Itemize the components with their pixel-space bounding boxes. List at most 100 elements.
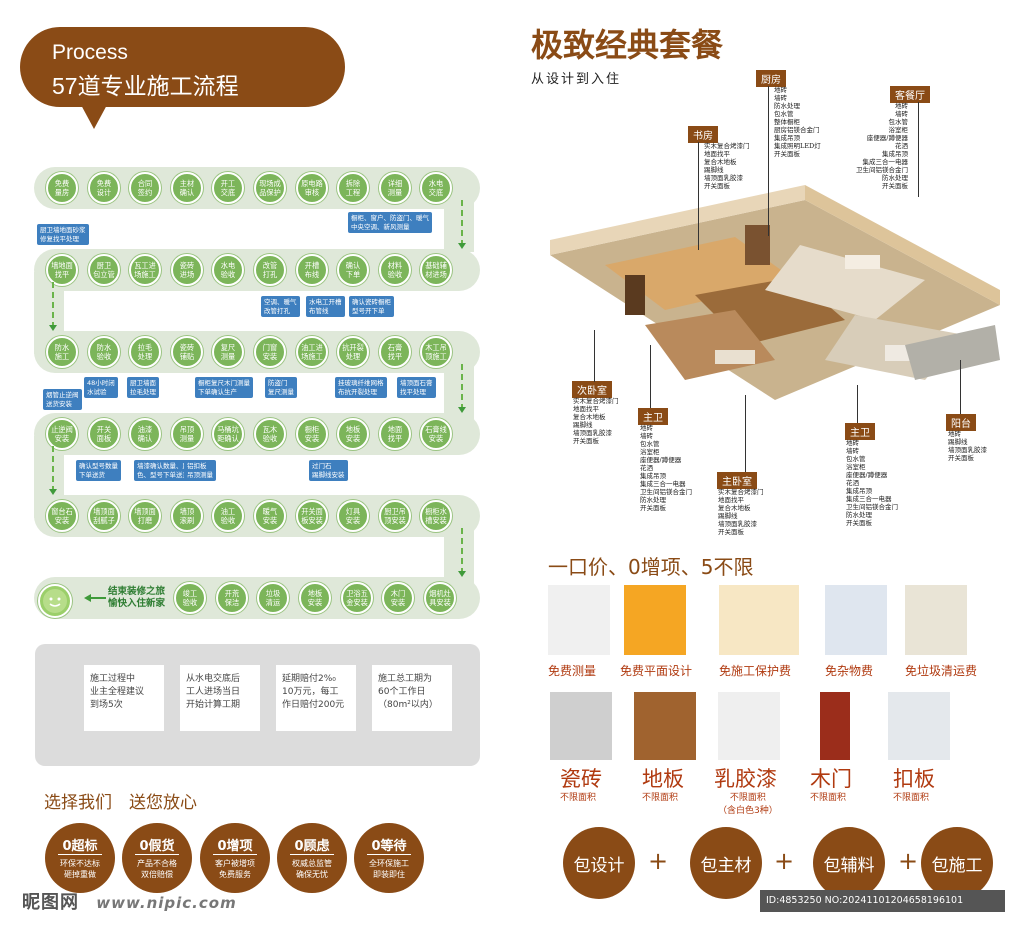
process-step: 确认 下单: [337, 254, 369, 286]
process-step: 地板 安装: [337, 418, 369, 450]
process-step: 拆除 工程: [337, 172, 369, 204]
room-items: 地砖 墙砖 包水管 浴室柜 座便器/蹲便器 花洒 集成吊顶 集成三合一电器 卫生…: [856, 102, 908, 190]
process-step: 基础辅 材进场: [420, 254, 452, 286]
room-items: 地砖 墙砖 防水处理 包水管 整体橱柜 厨房铝镁合金门 集成吊顶 集成照明LED…: [774, 86, 821, 158]
guarantee-desc: 产品不合格 双倍赔偿: [137, 859, 177, 879]
process-en-title: Process: [52, 41, 128, 64]
connector: [444, 190, 474, 252]
note: 确认瓷砖橱柜 型号开下单: [349, 296, 394, 317]
pointer-line: [745, 395, 746, 472]
note: 厨卫墙地面砂浆 修复找平处理: [37, 224, 89, 245]
room-label-living-dining: 客餐厅: [890, 86, 930, 103]
info-card: 施工过程中 业主全程建议 到场5次: [84, 665, 164, 731]
room-label-second-bedroom: 次卧室: [572, 381, 612, 398]
process-step: 墙顶 滚刷: [171, 500, 203, 532]
feature-caption: 免杂物费: [825, 664, 874, 678]
material-name: 地板: [642, 767, 684, 791]
note: 空调、暖气 改管打孔: [261, 296, 300, 317]
arrow-head: [458, 407, 466, 413]
info-card: 从水电交底后 工人进场当日 开始计算工期: [180, 665, 260, 731]
arrow-head: [458, 571, 466, 577]
process-step: 复尺 测量: [212, 336, 244, 368]
process-step: 石膏 找平: [379, 336, 411, 368]
process-step: 详细 测量: [379, 172, 411, 204]
package-title: 极致经典套餐: [531, 26, 724, 64]
room-label-master-bath-2: 主卫: [845, 423, 875, 440]
flow-arrow: [90, 597, 106, 599]
process-step: 抗开裂 处理: [337, 336, 369, 368]
note: 厨卫墙面 拉毛处理: [127, 377, 159, 398]
process-step: 现场成 品保护: [254, 172, 286, 204]
package-circle: 包辅料: [813, 827, 885, 899]
process-step: 橱柜水 槽安装: [420, 500, 452, 532]
process-step: 材料 验收: [379, 254, 411, 286]
process-step: 油漆 确认: [129, 418, 161, 450]
room-items: 地砖 踢脚线 墙顶面乳胶漆 开关面板: [948, 430, 987, 462]
material-note: 不限面积: [560, 793, 597, 803]
flow-arrow: [52, 282, 54, 328]
guarantee-title: 0等待: [367, 835, 411, 855]
process-step: 烟机灶 具安装: [424, 582, 456, 614]
flow-arrow: [461, 528, 463, 574]
smiley-icon: [38, 584, 72, 618]
process-step: 水电 验收: [212, 254, 244, 286]
feature-caption: 免施工保护费: [719, 664, 792, 678]
process-step: 油工 验收: [212, 500, 244, 532]
process-step: 开工 交底: [212, 172, 244, 204]
guarantee-badge: 0顾虑权威总监管 确保无忧: [277, 823, 347, 893]
process-step: 防水 验收: [88, 336, 120, 368]
process-step: 瓦工进 场施工: [129, 254, 161, 286]
process-step: 石膏线 安装: [420, 418, 452, 450]
package-subtitle: 从设计到入住: [531, 72, 622, 87]
process-step: 水电 交底: [420, 172, 452, 204]
room-label-balcony: 阳台: [946, 414, 976, 431]
material-note: 不限面积 （含白色3种）: [718, 793, 778, 816]
process-step: 竣工 验收: [174, 582, 206, 614]
process-step: 墙顶面 打磨: [129, 500, 161, 532]
room-items: 地砖 墙砖 包水管 浴室柜 座便器/蹲便器 花洒 集成吊顶 集成三合一电器 卫生…: [640, 424, 692, 512]
room-items: 地砖 墙砖 包水管 浴室柜 座便器/蹲便器 花洒 集成吊顶 集成三合一电器 卫生…: [846, 439, 898, 527]
process-step: 开槽 布线: [296, 254, 328, 286]
promo-headline: 一口价、0增项、5不限: [548, 555, 754, 579]
feature-photo: [624, 585, 686, 655]
watermark: 昵图网 www.nipic.com: [22, 888, 237, 914]
process-step: 地面 找平: [379, 418, 411, 450]
feature-caption: 免费平面设计: [620, 664, 693, 678]
flow-arrow: [461, 364, 463, 410]
process-step: 厨卫 包立管: [88, 254, 120, 286]
room-label-study: 书房: [688, 126, 718, 143]
process-step: 拉毛 处理: [129, 336, 161, 368]
finish-text: 结束装修之旅 愉快入住新家: [108, 586, 166, 609]
process-step: 防水 施工: [46, 336, 78, 368]
flow-arrow: [52, 446, 54, 492]
image-id-bar: ID:4853250 NO:20241101204658196101: [760, 890, 1005, 912]
process-step: 门窗 安装: [254, 336, 286, 368]
material-photo: [634, 692, 696, 760]
note: 铝扣板 吊顶测量: [184, 460, 216, 481]
process-zh-title: 57道专业施工流程: [52, 73, 239, 99]
process-step: 木门 安装: [382, 582, 414, 614]
room-items: 实木复合烤漆门 地面找平 复合木地板 踢脚线 墙顶面乳胶漆 开关面板: [704, 142, 750, 190]
slogan: 选择我们 送您放心: [44, 793, 197, 813]
pointer-line: [698, 142, 699, 250]
info-card: 延期赔付2%₀ 10万元，每工 作日赔付200元: [276, 665, 356, 731]
process-step: 木工吊 顶施工: [420, 336, 452, 368]
process-step: 吊顶 测量: [171, 418, 203, 450]
pointer-line: [768, 86, 769, 236]
guarantee-badge: 0超标环保不达标 砸掉重做: [45, 823, 115, 893]
note: 橱柜、窗户、防盗门、暖气 中央空调、新风测量: [348, 212, 432, 233]
guarantee-badge: 0等待全环保施工 即装即住: [354, 823, 424, 893]
pointer-line: [857, 385, 858, 423]
arrow-head: [49, 325, 57, 331]
feature-photo: [719, 585, 799, 655]
pointer-line: [918, 102, 919, 197]
room-items: 实木复合烤漆门 地面找平 复合木地板 踢脚线 墙顶面乳胶漆 开关面板: [718, 488, 764, 536]
guarantee-badge: 0增项客户被增项 免费服务: [200, 823, 270, 893]
guarantee-desc: 权威总监管 确保无忧: [292, 859, 332, 879]
process-step: 灯具 安装: [337, 500, 369, 532]
process-step: 瓷砖 铺贴: [171, 336, 203, 368]
feature-caption: 免费测量: [548, 664, 597, 678]
feature-photo: [825, 585, 887, 655]
note: 挂玻璃纤维网格 布抗开裂处理: [335, 377, 387, 398]
